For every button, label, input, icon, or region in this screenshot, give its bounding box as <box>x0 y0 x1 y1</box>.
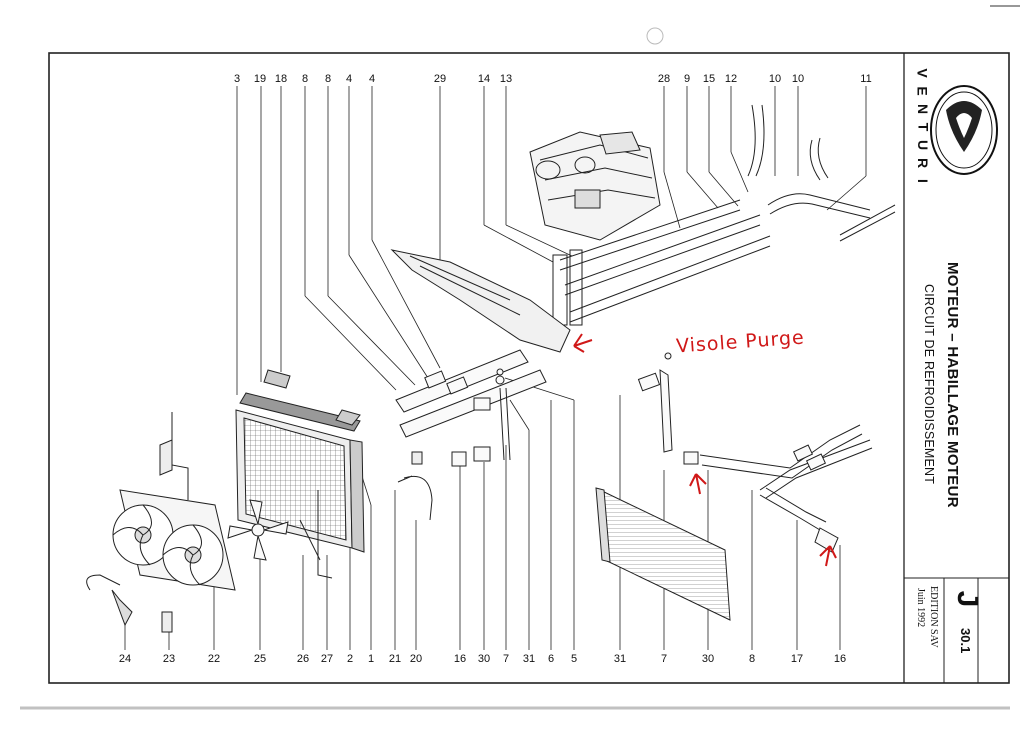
callout-top: 8 <box>301 73 309 85</box>
callout-bottom: 23 <box>162 653 176 665</box>
page-number: 30.1 <box>958 628 973 654</box>
page-subtitle: CIRCUIT DE REFROIDISSEMENT <box>922 284 936 485</box>
callout-bottom: 2 <box>346 653 354 665</box>
brand-letter: R <box>915 157 931 169</box>
callout-top: 13 <box>499 73 513 85</box>
callout-top: 15 <box>702 73 716 85</box>
radiator-main <box>235 392 365 553</box>
callout-bottom: 21 <box>388 653 402 665</box>
edition-date: Juin 1992 <box>915 588 926 628</box>
callout-top: 8 <box>324 73 332 85</box>
callout-top: 14 <box>477 73 491 85</box>
callout-top: 29 <box>433 73 447 85</box>
bottom-leader-lines <box>124 377 841 650</box>
brand-letter: T <box>915 122 931 132</box>
callout-bottom: 30 <box>477 653 491 665</box>
brand-letter: N <box>915 103 931 115</box>
brackets <box>86 369 433 633</box>
callout-top: 10 <box>768 73 782 85</box>
red-arrows <box>573 333 837 567</box>
brand-letter: E <box>915 86 931 96</box>
brand-letter: V <box>915 68 931 78</box>
callout-top: 28 <box>657 73 671 85</box>
callout-bottom: 24 <box>118 653 132 665</box>
firewall-panel <box>390 249 571 353</box>
callout-top: 12 <box>724 73 738 85</box>
brand-letter: U <box>915 139 931 151</box>
fan-blade <box>227 499 289 561</box>
callout-bottom: 7 <box>660 653 668 665</box>
callout-top: 10 <box>791 73 805 85</box>
callout-top: 19 <box>253 73 267 85</box>
middle-hoses <box>395 349 547 467</box>
page-title: MOTEUR – HABILLAGE MOTEUR <box>944 262 961 508</box>
callout-top: 18 <box>274 73 288 85</box>
edition-label: EDITION SAV <box>928 586 939 648</box>
right-hoses <box>637 352 873 553</box>
callout-bottom: 20 <box>409 653 423 665</box>
hose-tubes <box>552 104 896 326</box>
radiator-secondary <box>595 487 731 621</box>
callout-top: 11 <box>860 73 872 85</box>
callout-bottom: 5 <box>570 653 578 665</box>
top-leader-lines <box>236 86 867 395</box>
heater-unit <box>529 131 661 241</box>
venturi-logo <box>930 85 998 175</box>
section-letter: J <box>951 590 984 608</box>
callout-top: 4 <box>345 73 353 85</box>
callout-bottom: 7 <box>502 653 510 665</box>
fan-shroud <box>112 489 236 591</box>
callout-top: 4 <box>368 73 376 85</box>
callout-bottom: 16 <box>833 653 847 665</box>
callout-bottom: 8 <box>748 653 756 665</box>
callout-bottom: 6 <box>547 653 555 665</box>
brand-name: V E N T U R I <box>915 64 931 190</box>
callout-bottom: 30 <box>701 653 715 665</box>
callout-top: 9 <box>683 73 691 85</box>
brand-letter: I <box>914 179 931 183</box>
callout-bottom: 17 <box>790 653 804 665</box>
callout-bottom: 25 <box>253 653 267 665</box>
callout-top: 3 <box>233 73 241 85</box>
callout-bottom: 16 <box>453 653 467 665</box>
callout-bottom: 31 <box>613 653 627 665</box>
callout-bottom: 22 <box>207 653 221 665</box>
callout-bottom: 27 <box>320 653 334 665</box>
callout-bottom: 26 <box>296 653 310 665</box>
callout-bottom: 31 <box>522 653 536 665</box>
callout-bottom: 1 <box>367 653 375 665</box>
